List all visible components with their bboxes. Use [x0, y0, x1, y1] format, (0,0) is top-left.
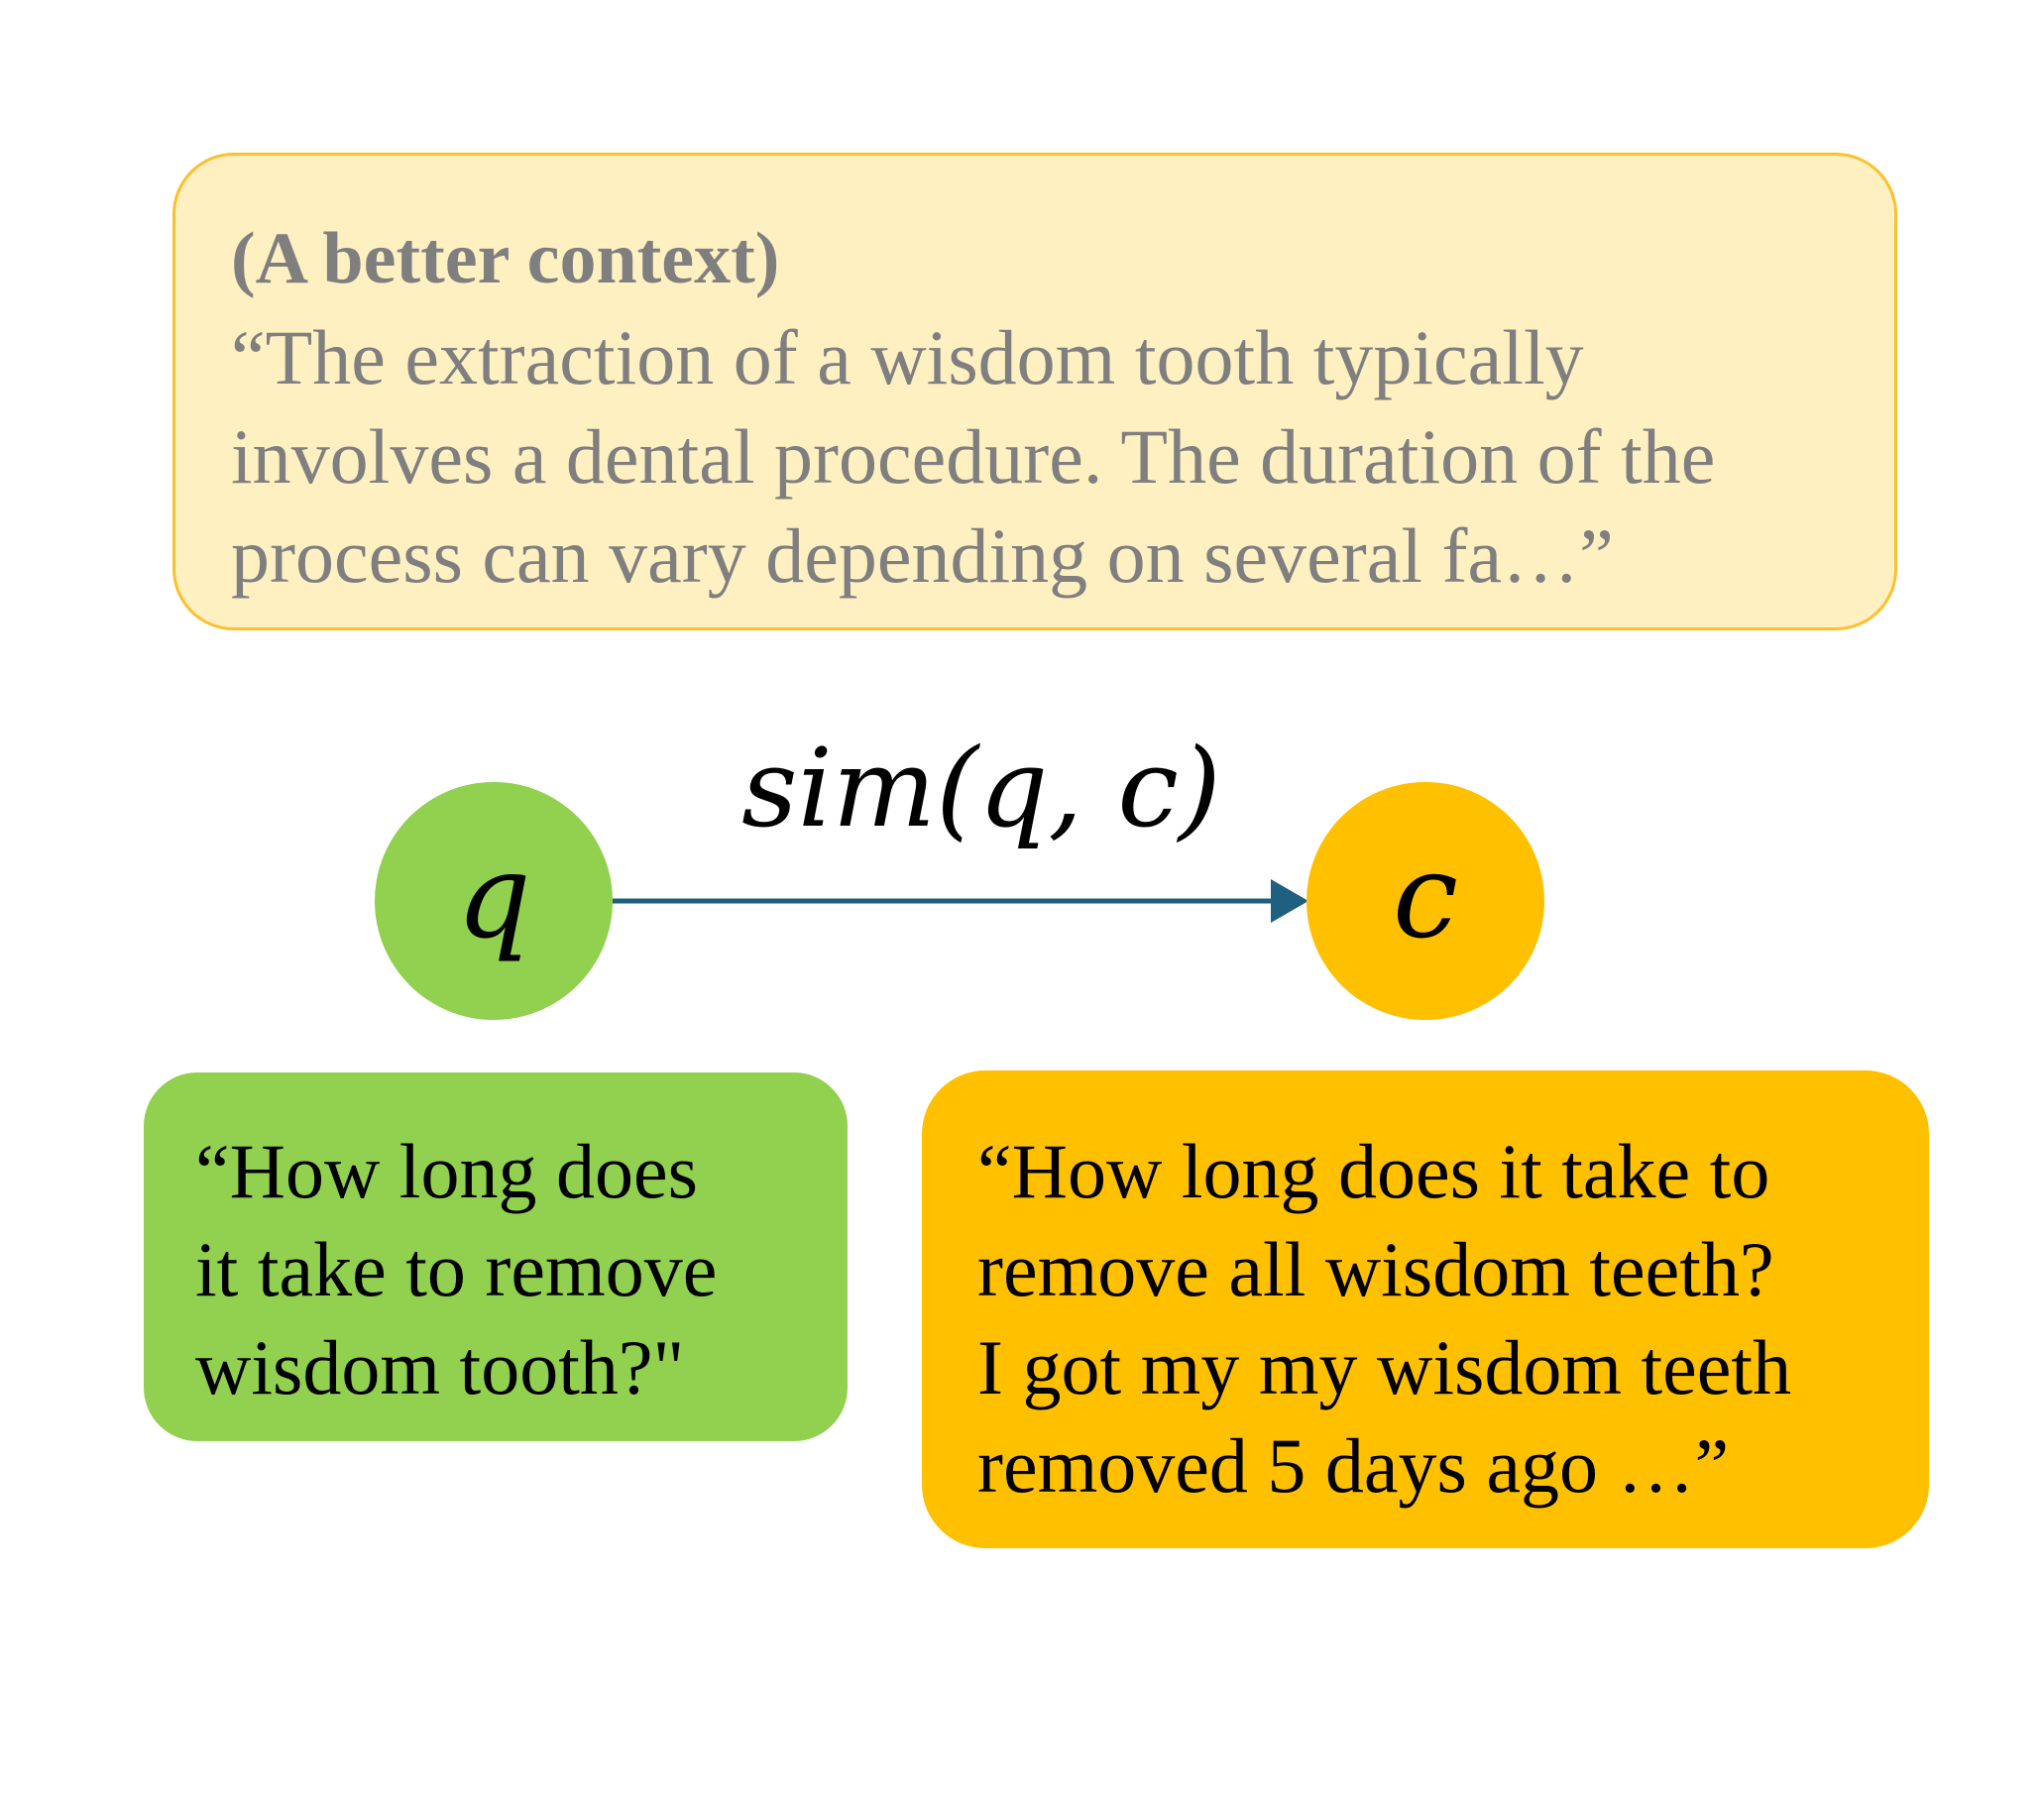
query-line: wisdom tooth?" [195, 1324, 685, 1410]
candidate-line: I got my my wisdom teeth [977, 1324, 1792, 1410]
context-line: involves a dental procedure. The duratio… [231, 413, 1716, 500]
candidate-text-box: “How long does it take to remove all wis… [922, 1070, 1929, 1548]
arrowhead [1271, 879, 1308, 923]
candidate-line: remove all wisdom teeth? [977, 1226, 1774, 1312]
context-line: process can vary depending on several fa… [231, 512, 1614, 599]
query-node-label: q [456, 828, 531, 964]
candidate-node: c [1306, 782, 1544, 1020]
candidate-node-label: c [1392, 828, 1459, 964]
better-context-box: (A better context) “The extraction of a … [172, 153, 1897, 630]
context-title: (A better context) [231, 218, 780, 299]
candidate-line: “How long does it take to [977, 1128, 1770, 1214]
query-text-box: “How long does it take to remove wisdom … [144, 1072, 848, 1441]
query-line: it take to remove [195, 1226, 718, 1312]
query-line: “How long does [195, 1128, 698, 1214]
query-node: q [375, 782, 613, 1020]
context-line: “The extraction of a wisdom tooth typica… [231, 314, 1584, 400]
similarity-label: sim(q, c) [741, 725, 1221, 851]
candidate-line: removed 5 days ago …” [977, 1422, 1730, 1509]
